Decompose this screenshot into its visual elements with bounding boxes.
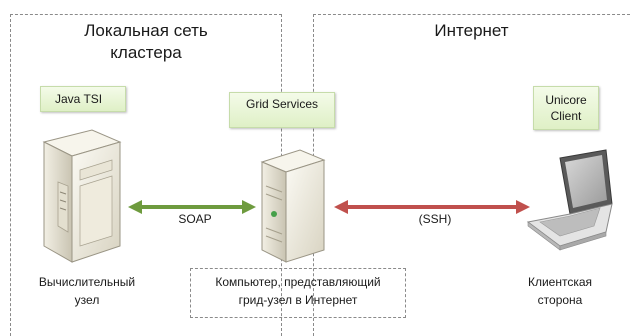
client-side-caption: Клиентская сторона xyxy=(527,275,593,307)
compute-node-caption: Вычислительный узел xyxy=(38,275,136,307)
grid-node-caption: Компьютер, представляющий грид-узел в Ин… xyxy=(215,275,381,307)
compute-node-icon xyxy=(42,129,122,263)
soap-connection-arrow xyxy=(128,200,256,214)
ssh-protocol-label: (SSH) xyxy=(418,212,452,226)
unicore-client-label: Unicore Client xyxy=(533,86,599,130)
soap-protocol-label: SOAP xyxy=(178,212,212,226)
client-laptop-icon xyxy=(526,149,613,251)
grid-services-label: Grid Services xyxy=(229,92,335,128)
local-network-title: Локальная сеть кластера xyxy=(84,21,208,62)
ssh-connection-arrow xyxy=(334,200,530,214)
internet-title: Интернет xyxy=(434,21,509,40)
java-tsi-label: Java TSI xyxy=(40,86,126,112)
grid-node-server-icon xyxy=(260,149,326,263)
grid-node-caption-box xyxy=(190,268,406,318)
